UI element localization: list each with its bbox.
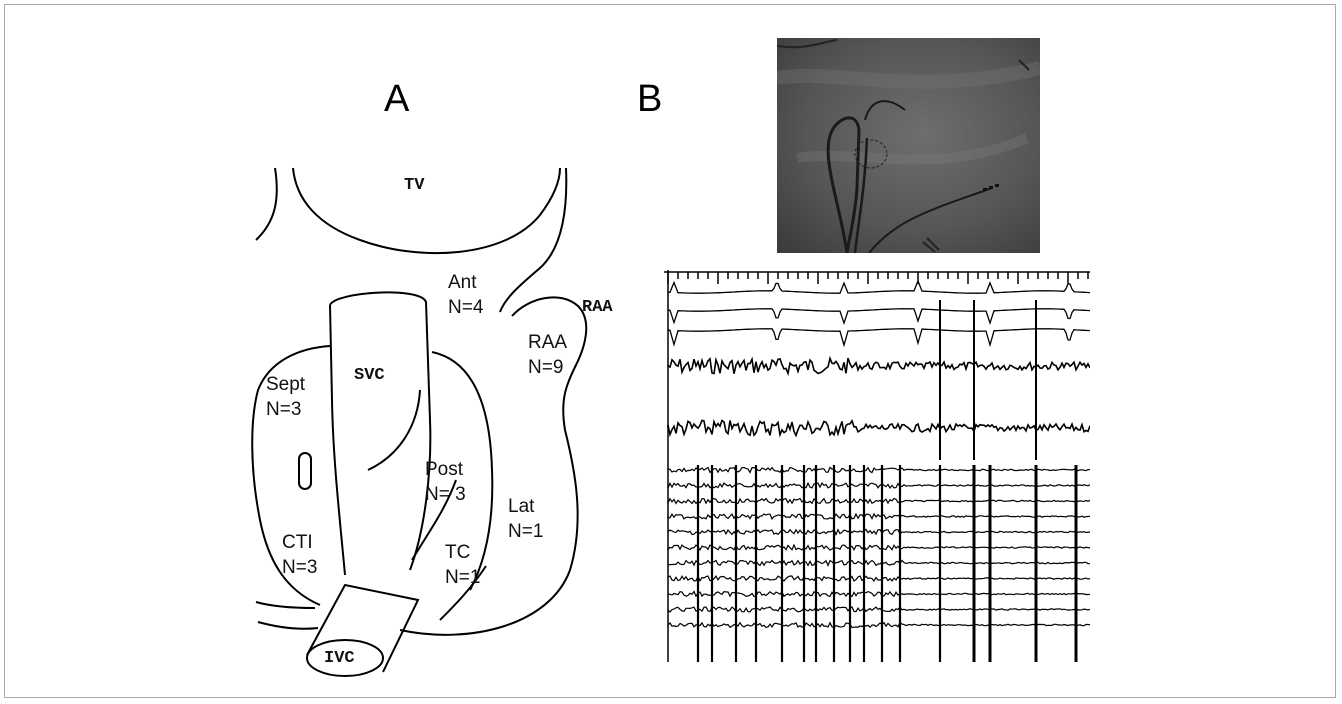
svc-left [330,305,345,575]
site-sept-count: N=3 [266,397,305,422]
multipolar-egm-trace [668,514,1090,519]
site-tc-count: N=1 [445,565,480,590]
cti-lines [256,602,318,629]
multipolar-egm-trace [668,576,1090,581]
ivc-label: IVC [324,649,355,668]
site-lat-count: N=1 [508,519,543,544]
site-post-name: Post [425,457,466,482]
site-raa-count: N=9 [528,355,567,380]
site-lat-name: Lat [508,494,543,519]
tv-right-arc [500,168,566,312]
raa-structure-label: RAA [582,298,613,317]
electrogram-tracings [664,270,1090,662]
multipolar-egm-trace [668,468,1090,473]
surface-ecg-trace [668,329,1090,345]
svc-tube [330,292,430,570]
multipolar-egm-trace [668,607,1090,612]
site-sept: Sept N=3 [266,372,305,422]
site-cti: CTI N=3 [282,530,317,580]
site-ant-count: N=4 [448,295,483,320]
site-ant: Ant N=4 [448,270,483,320]
tv-outline [293,168,560,253]
multipolar-egm-trace [668,623,1090,628]
site-tc: TC N=1 [445,540,480,590]
site-post: Post N= 3 [425,457,466,507]
site-lat: Lat N=1 [508,494,543,544]
multipolar-egm-trace [668,545,1090,550]
atrial-egm-trace [668,358,1090,374]
site-raa: RAA N=9 [528,330,567,380]
atrial-egm-trace [668,420,1090,435]
site-raa-name: RAA [528,330,567,355]
site-cti-count: N=3 [282,555,317,580]
multipolar-egm-trace [668,483,1090,488]
site-post-count: N= 3 [425,482,466,507]
tv-label: TV [404,176,424,195]
surface-ecg-trace [668,281,1090,293]
crista-curve [368,390,420,470]
fossa-ovalis [299,453,311,489]
multipolar-egm-trace [668,592,1090,597]
site-sept-name: Sept [266,372,305,397]
fluoroscopy-image [777,38,1040,253]
surface-ecg-trace [668,309,1090,323]
multipolar-egm-trace [668,499,1090,504]
site-cti-name: CTI [282,530,317,555]
svc-label: SVC [354,366,385,385]
multipolar-egm-trace [668,561,1090,566]
multipolar-egm-trace [668,530,1090,535]
site-tc-name: TC [445,540,480,565]
site-ant-name: Ant [448,270,483,295]
tv-left-arc [256,168,277,240]
